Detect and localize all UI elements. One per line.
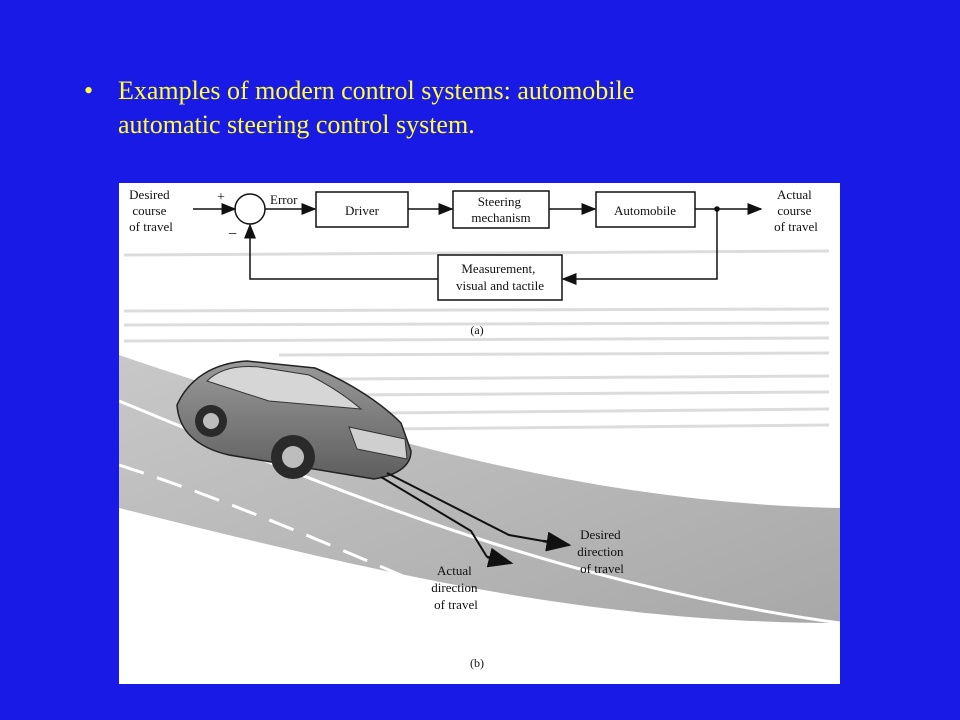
figure-panel: Desired course of travel + − Error Drive… (119, 183, 840, 684)
measurement-block (437, 254, 563, 301)
driver-block-label: Driver (345, 203, 380, 218)
measurement-block-label: Measurement, visual and tactile (456, 261, 544, 293)
summing-junction (234, 193, 266, 225)
actual-direction-label: Actual direction of travel (431, 563, 480, 612)
actual-direction-arrowhead (486, 547, 514, 568)
automobile-block-label: Automobile (614, 203, 676, 218)
desired-direction-line (386, 472, 544, 542)
desired-direction-label: Desired direction of travel (577, 527, 626, 576)
caption-a: (a) (470, 323, 483, 337)
desired-direction-arrowhead (542, 531, 572, 552)
automobile-illustration (176, 360, 412, 480)
plus-sign: + (217, 190, 225, 205)
minus-sign: − (228, 226, 237, 243)
input-label: Desired course of travel (129, 187, 173, 234)
block-diagram: Desired course of travel + − Error Drive… (129, 187, 818, 337)
automobile-block (595, 191, 696, 228)
output-label: Actual course of travel (774, 187, 818, 234)
actual-direction-line (380, 476, 488, 558)
slide-title: Examples of modern control systems: auto… (118, 74, 838, 142)
caption-b: (b) (470, 656, 484, 670)
feedback-arrow-in (561, 209, 718, 285)
error-label: Error (270, 192, 298, 207)
road-illustration: Desired direction of travel Actual direc… (119, 355, 840, 670)
bullet-dot: • (84, 76, 94, 105)
road-lane-dashes (119, 463, 540, 630)
driver-block (315, 191, 409, 228)
feedback-arrow-out (244, 223, 438, 280)
slide-title-line-2: automatic steering control system. (118, 110, 475, 139)
steering-block-label: Steering mechanism (471, 194, 530, 225)
slide-title-line-1: Examples of modern control systems: auto… (118, 76, 635, 105)
background-text-noise (123, 249, 830, 431)
figure-svg: Desired course of travel + − Error Drive… (119, 187, 840, 670)
